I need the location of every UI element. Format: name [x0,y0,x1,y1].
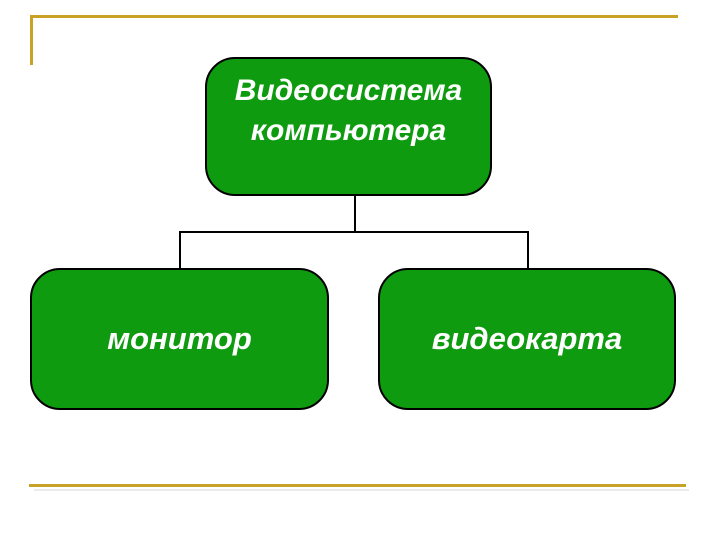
diagram-node-videocard: видеокарта [378,268,676,410]
diagram-node-root: Видеосистема компьютера [205,57,492,196]
root-node-label-line1: Видеосистема [234,74,463,107]
top-border-line [30,15,678,18]
bottom-border-shadow-line [34,489,689,491]
connector-horizontal [179,231,528,233]
bottom-border-line [29,484,686,487]
monitor-node-label: монитор [107,321,252,356]
diagram-node-monitor: монитор [30,268,329,410]
connector-right-vertical [527,231,529,269]
connector-root-vertical [354,194,356,232]
left-border-line [30,15,33,65]
connector-left-vertical [179,231,181,269]
videocard-node-label: видеокарта [431,321,623,356]
root-node-label-line2: компьютера [250,114,447,147]
